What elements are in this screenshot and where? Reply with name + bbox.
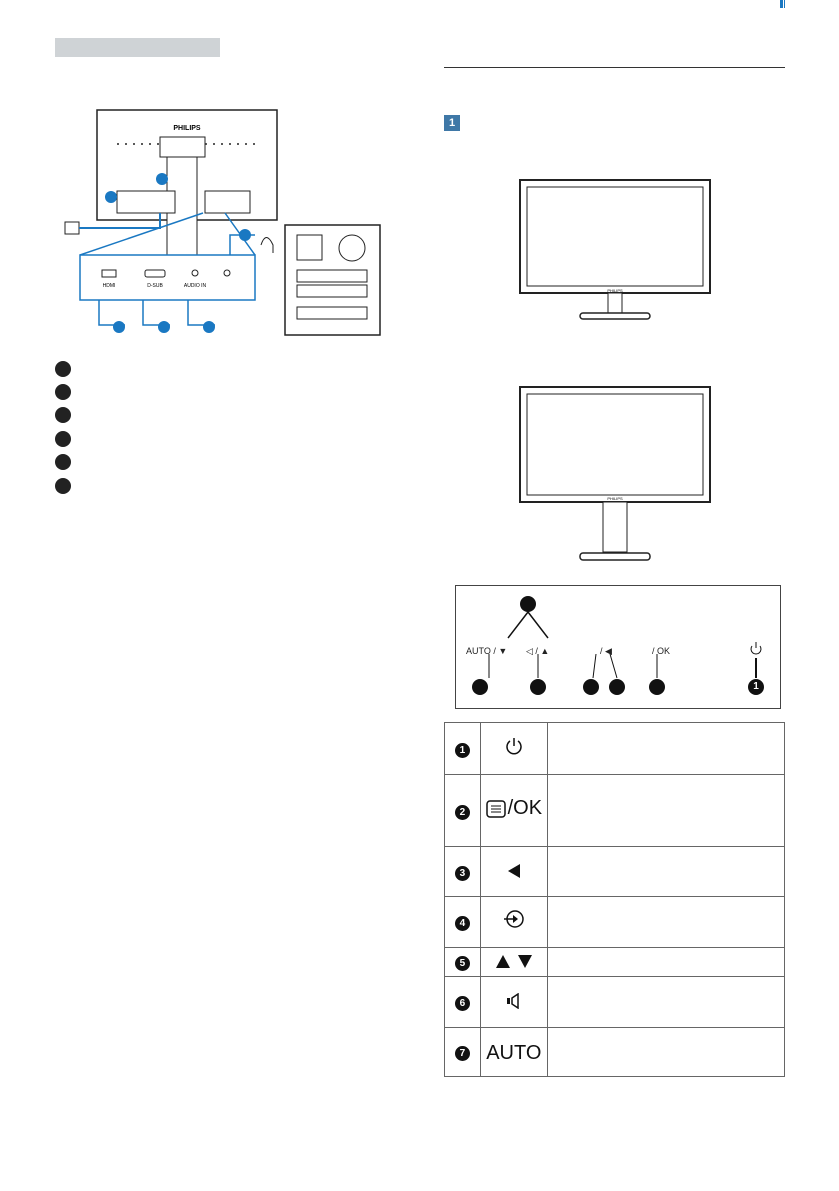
row-number: 2 — [454, 804, 470, 820]
legend-bullet-3 — [55, 407, 71, 423]
row-number: 1 — [454, 742, 470, 758]
auto-text: AUTO — [486, 1042, 542, 1064]
row-description — [546, 774, 786, 847]
header-accent — [780, 0, 783, 8]
table-row: 7 AUTO — [444, 1027, 786, 1077]
table-row: 4 — [444, 896, 786, 948]
table-row: 6 — [444, 976, 786, 1028]
key-function-table: 1 2 /OK 3 4 5 6 — [444, 722, 786, 1077]
rear-brand: PHILIPS — [173, 125, 201, 132]
row-description — [546, 976, 786, 1028]
section-number-badge: 1 — [444, 115, 460, 131]
menu-ok-text: /OK — [507, 797, 543, 820]
port-label-audio: AUDIO IN — [184, 283, 207, 289]
label-auto-down: AUTO / ▼ — [466, 646, 508, 656]
front2-brand: PHILIPS — [607, 496, 623, 501]
row-description — [546, 896, 786, 948]
auto-icon: AUTO — [479, 1027, 548, 1077]
row-description — [546, 1027, 786, 1077]
front1-brand: PHILIPS — [607, 288, 623, 293]
panel-dot-7 — [472, 679, 488, 695]
control-panel-diagram: AUTO / ▼ ◁ / ▲ / ◀ / OK 1 — [455, 585, 781, 709]
legend-bullet-2 — [55, 384, 71, 400]
row-description — [546, 722, 786, 775]
panel-dot-6 — [530, 679, 546, 695]
panel-dot-3 — [609, 679, 625, 695]
front-view-height-adjust: PHILIPS — [515, 385, 715, 565]
divider — [444, 67, 785, 68]
legend-bullet-1 — [55, 361, 71, 377]
panel-dot-4 — [583, 679, 599, 695]
row-number: 7 — [454, 1046, 470, 1061]
label-volume-up: ◁ / ▲ — [526, 646, 550, 656]
port-label-hdmi: HDMI — [103, 283, 116, 289]
rear-view-diagram: PHILIPS HDMI D-SUB AUDIO IN — [55, 105, 395, 340]
row-description — [546, 846, 786, 897]
table-row: 1 — [444, 722, 786, 775]
table-row: 5 — [444, 947, 786, 977]
volume-icon — [479, 976, 548, 1028]
up-down-icon — [479, 947, 548, 977]
front-view-fixed-stand: PHILIPS — [515, 178, 715, 326]
row-number: 4 — [454, 916, 470, 931]
port-label-dsub: D-SUB — [147, 283, 163, 289]
input-icon — [479, 896, 548, 948]
row-number: 3 — [454, 865, 470, 881]
left-arrow-icon — [479, 846, 548, 897]
menu-ok-icon: /OK — [479, 774, 548, 847]
row-description — [546, 947, 786, 977]
power-icon — [479, 722, 548, 775]
label-input-left: / ◀ — [600, 646, 612, 656]
table-row: 2 /OK — [444, 774, 786, 847]
legend-bullet-6 — [55, 478, 71, 494]
legend-bullet-5 — [55, 454, 71, 470]
section-title-bar — [55, 38, 220, 57]
row-number: 5 — [454, 956, 470, 971]
header-accent-thin — [784, 0, 785, 8]
panel-dot-1: 1 — [748, 679, 764, 695]
panel-dot-2 — [649, 679, 665, 695]
label-menu-ok: / OK — [652, 646, 671, 656]
row-number: 6 — [454, 996, 470, 1011]
legend-bullet-4 — [55, 431, 71, 447]
table-row: 3 — [444, 846, 786, 897]
